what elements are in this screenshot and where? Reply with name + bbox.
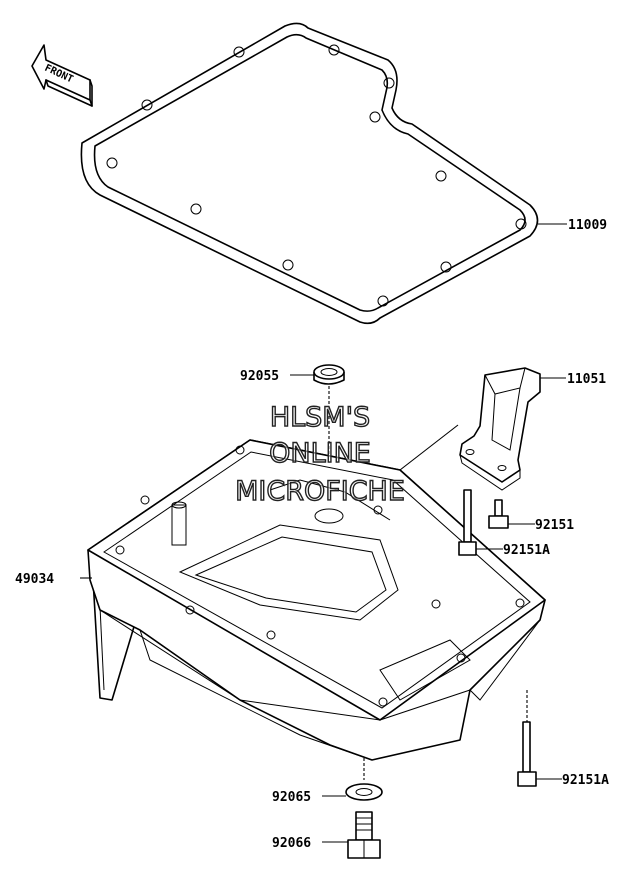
part-number-92151a-lower: 92151A	[562, 773, 609, 788]
part-number-49034: 49034	[15, 572, 54, 587]
watermark-line-1: HLSM'S	[270, 402, 370, 433]
part-number-92065: 92065	[272, 790, 311, 805]
part-number-92066: 92066	[272, 836, 311, 851]
bolt-92151a-lower[interactable]: 92151A	[517, 690, 609, 788]
part-number-92151a-upper: 92151A	[503, 543, 550, 558]
oil-pan-49034[interactable]: 49034	[15, 439, 546, 761]
part-number-11051: 11051	[567, 372, 606, 387]
seal-92055[interactable]: 92055	[240, 364, 345, 515]
part-number-92151: 92151	[535, 518, 574, 533]
bracket-leader-line	[399, 424, 459, 471]
bolt-92151a-upper[interactable]: 92151A	[458, 489, 550, 558]
bracket-11051[interactable]: 11051	[459, 367, 606, 491]
front-arrow-icon: FRONT	[31, 44, 93, 107]
watermark-line-2: ONLINE	[269, 438, 371, 469]
washer-92065[interactable]: 92065	[272, 758, 383, 805]
gasket-11009[interactable]: 11009	[80, 22, 607, 325]
part-number-11009: 11009	[568, 218, 607, 233]
bolt-92151[interactable]: 92151	[488, 499, 574, 533]
watermark-line-3: MICROFICHE	[235, 476, 405, 507]
part-number-92055: 92055	[240, 369, 279, 384]
drain-plug-92066[interactable]: 92066	[272, 811, 381, 859]
watermark: HLSM'S ONLINE MICROFICHE	[234, 401, 405, 507]
